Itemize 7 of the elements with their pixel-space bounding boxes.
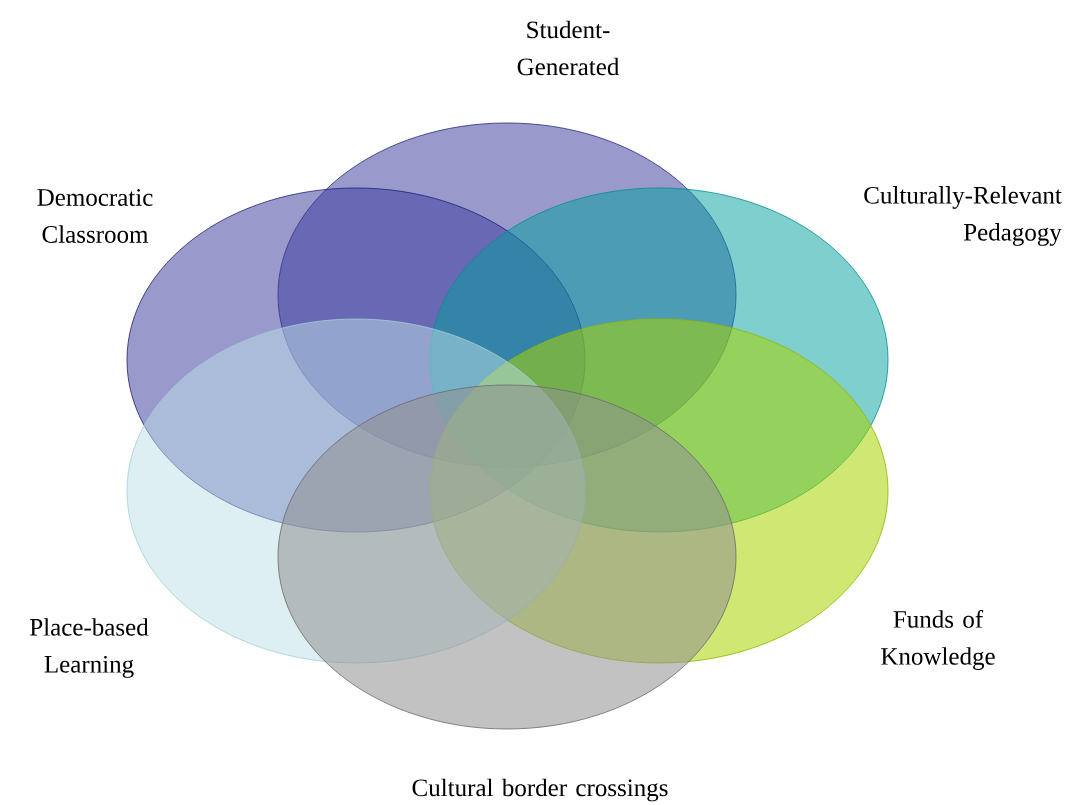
ellipse-label: Cultural border crossings <box>412 778 668 802</box>
ellipse-label: Culturally-Relevant Pedagogy <box>864 186 1062 246</box>
ellipse-label: Funds of Knowledge <box>881 610 995 670</box>
ellipse-label: Democratic Classroom <box>37 189 153 243</box>
ellipse-label: Place-based Learning <box>30 618 149 678</box>
ellipse-label: Student-Generated <box>517 20 620 76</box>
ellipse <box>277 384 737 730</box>
